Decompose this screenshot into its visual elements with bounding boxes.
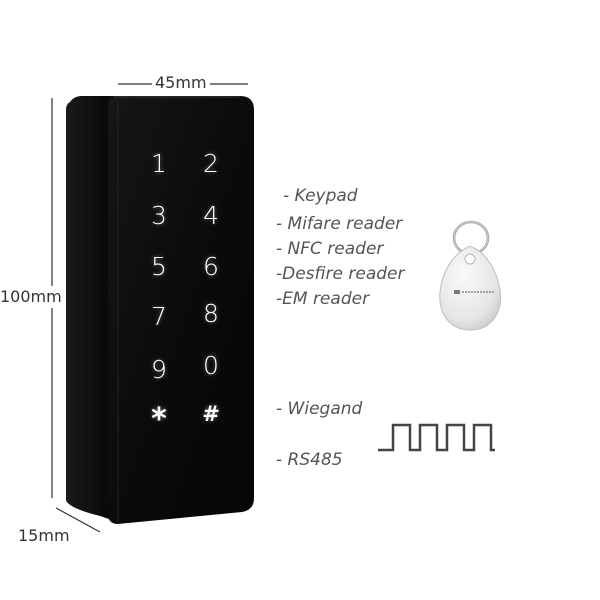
feature-nfc-reader: - NFC reader [276, 239, 384, 259]
key-8[interactable]: 8 [203, 299, 219, 328]
key-9[interactable]: 9 [151, 355, 167, 384]
key-3[interactable]: 3 [151, 201, 167, 230]
key-star[interactable]: * [151, 402, 167, 437]
height-dimension-label: 100mm [0, 286, 62, 308]
key-4[interactable]: 4 [203, 201, 219, 230]
feature-mifare-reader: - Mifare reader [276, 214, 403, 234]
key-6[interactable]: 6 [203, 252, 219, 281]
key-7[interactable]: 7 [151, 302, 167, 331]
device-front-face [108, 96, 254, 524]
key-5[interactable]: 5 [151, 252, 167, 281]
device-side-face [66, 96, 118, 522]
key-hash[interactable]: # [202, 402, 220, 426]
feature-keypad: - Keypad [283, 186, 358, 206]
depth-dimension-label: 15mm [18, 526, 70, 545]
key-2[interactable]: 2 [203, 149, 219, 178]
key-0[interactable]: 0 [203, 351, 219, 380]
feature-desfire-reader: -Desfire reader [276, 264, 405, 284]
feature-em-reader: -EM reader [276, 289, 370, 309]
feature-rs485: - RS485 [276, 450, 343, 470]
width-dimension-label: 45mm [152, 74, 210, 92]
feature-wiegand: - Wiegand [276, 399, 363, 419]
key-1[interactable]: 1 [151, 149, 167, 178]
